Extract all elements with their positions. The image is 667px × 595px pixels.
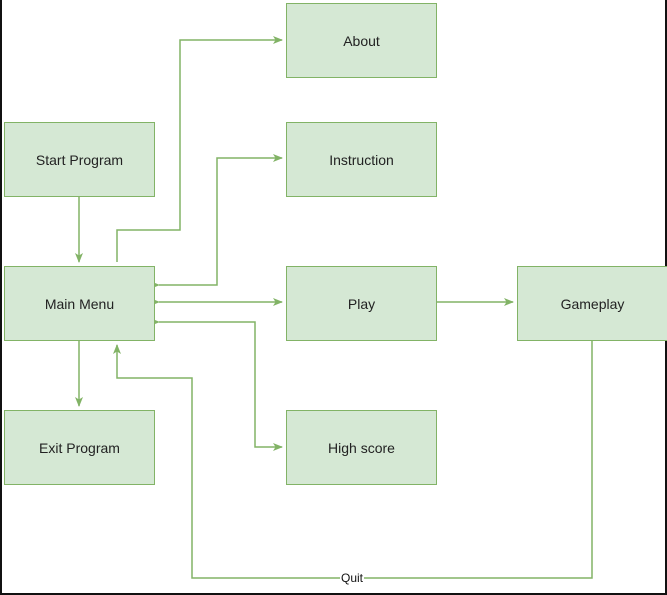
- node-start-program: Start Program: [4, 122, 155, 197]
- edge-main-instruction: [150, 154, 283, 289]
- node-about: About: [286, 3, 437, 78]
- node-exit-program: Exit Program: [4, 410, 155, 485]
- node-main-menu: Main Menu: [4, 266, 155, 341]
- node-high-score: High score: [286, 410, 437, 485]
- node-instruction: Instruction: [286, 122, 437, 197]
- node-gameplay: Gameplay: [517, 266, 667, 341]
- node-play: Play: [286, 266, 437, 341]
- edge-gameplay-quit-to-main: [113, 341, 593, 579]
- edge-main-highscore: [150, 318, 283, 451]
- edge-label-quit: Quit: [340, 571, 365, 585]
